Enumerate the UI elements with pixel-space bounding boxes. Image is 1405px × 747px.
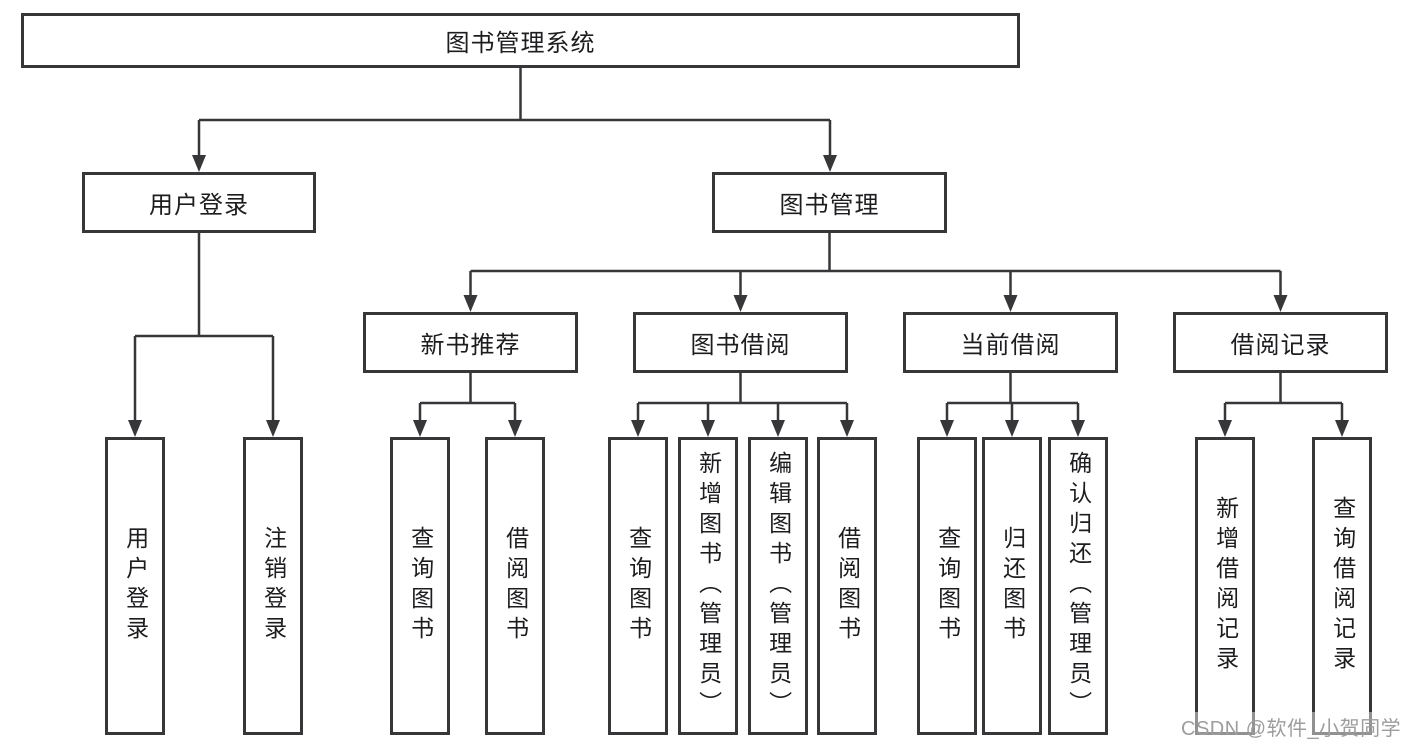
leaf-add-borrow-record: 新增借阅记录 <box>1195 437 1255 735</box>
node-label: 图书管理系统 <box>445 30 596 57</box>
leaf-return-books: 归还图书 <box>982 437 1042 735</box>
node-label: 查询图书 <box>407 526 434 646</box>
node-new-book-recommend: 新书推荐 <box>363 312 578 373</box>
node-current-borrowing: 当前借阅 <box>903 312 1118 373</box>
node-label: 借阅图书 <box>834 526 861 646</box>
node-borrowing-records: 借阅记录 <box>1173 312 1388 373</box>
connector-arrowheads <box>128 155 1349 437</box>
node-label: 查询图书 <box>625 526 652 646</box>
node-book-management-branch: 图书管理 <box>712 172 947 233</box>
node-label: 图书管理 <box>779 192 880 219</box>
node-label: 当前借阅 <box>960 332 1061 359</box>
node-label: 用户登录 <box>149 192 249 219</box>
node-label: 图书借阅 <box>690 332 791 359</box>
node-label: 借阅记录 <box>1230 332 1331 359</box>
node-label: 注销登录 <box>260 526 287 646</box>
node-label: 用户登录 <box>122 526 149 646</box>
leaf-recommend-query-books: 查询图书 <box>390 437 450 735</box>
node-root-system: 图书管理系统 <box>21 13 1020 68</box>
leaf-logout: 注销登录 <box>243 437 303 735</box>
node-label: 新增图书（管理员） <box>695 451 722 721</box>
node-label: 确认归还（管理员） <box>1065 451 1092 721</box>
node-label: 查询借阅记录 <box>1329 496 1356 676</box>
csdn-watermark: CSDN @软件_小贺同学 <box>1181 712 1402 741</box>
node-label: 查询图书 <box>934 526 961 646</box>
node-label: 编辑图书（管理员） <box>765 451 792 721</box>
leaf-query-borrow-record: 查询借阅记录 <box>1312 437 1372 735</box>
node-label: 归还图书 <box>999 526 1026 646</box>
leaf-borrowing-query-books: 查询图书 <box>608 437 668 735</box>
node-book-borrowing: 图书借阅 <box>633 312 848 373</box>
node-label: 新书推荐 <box>420 332 521 359</box>
node-label: 新增借阅记录 <box>1212 496 1239 676</box>
leaf-current-query-books: 查询图书 <box>917 437 977 735</box>
leaf-edit-books-admin: 编辑图书（管理员） <box>748 437 808 735</box>
node-user-login-branch: 用户登录 <box>82 172 316 233</box>
leaf-borrowing-borrow-books: 借阅图书 <box>817 437 877 735</box>
leaf-add-books-admin: 新增图书（管理员） <box>678 437 738 735</box>
connector-lines <box>133 68 1344 424</box>
node-label: 借阅图书 <box>502 526 529 646</box>
leaf-recommend-borrow-books: 借阅图书 <box>485 437 545 735</box>
leaf-confirm-return-admin: 确认归还（管理员） <box>1048 437 1108 735</box>
leaf-user-login: 用户登录 <box>105 437 165 735</box>
